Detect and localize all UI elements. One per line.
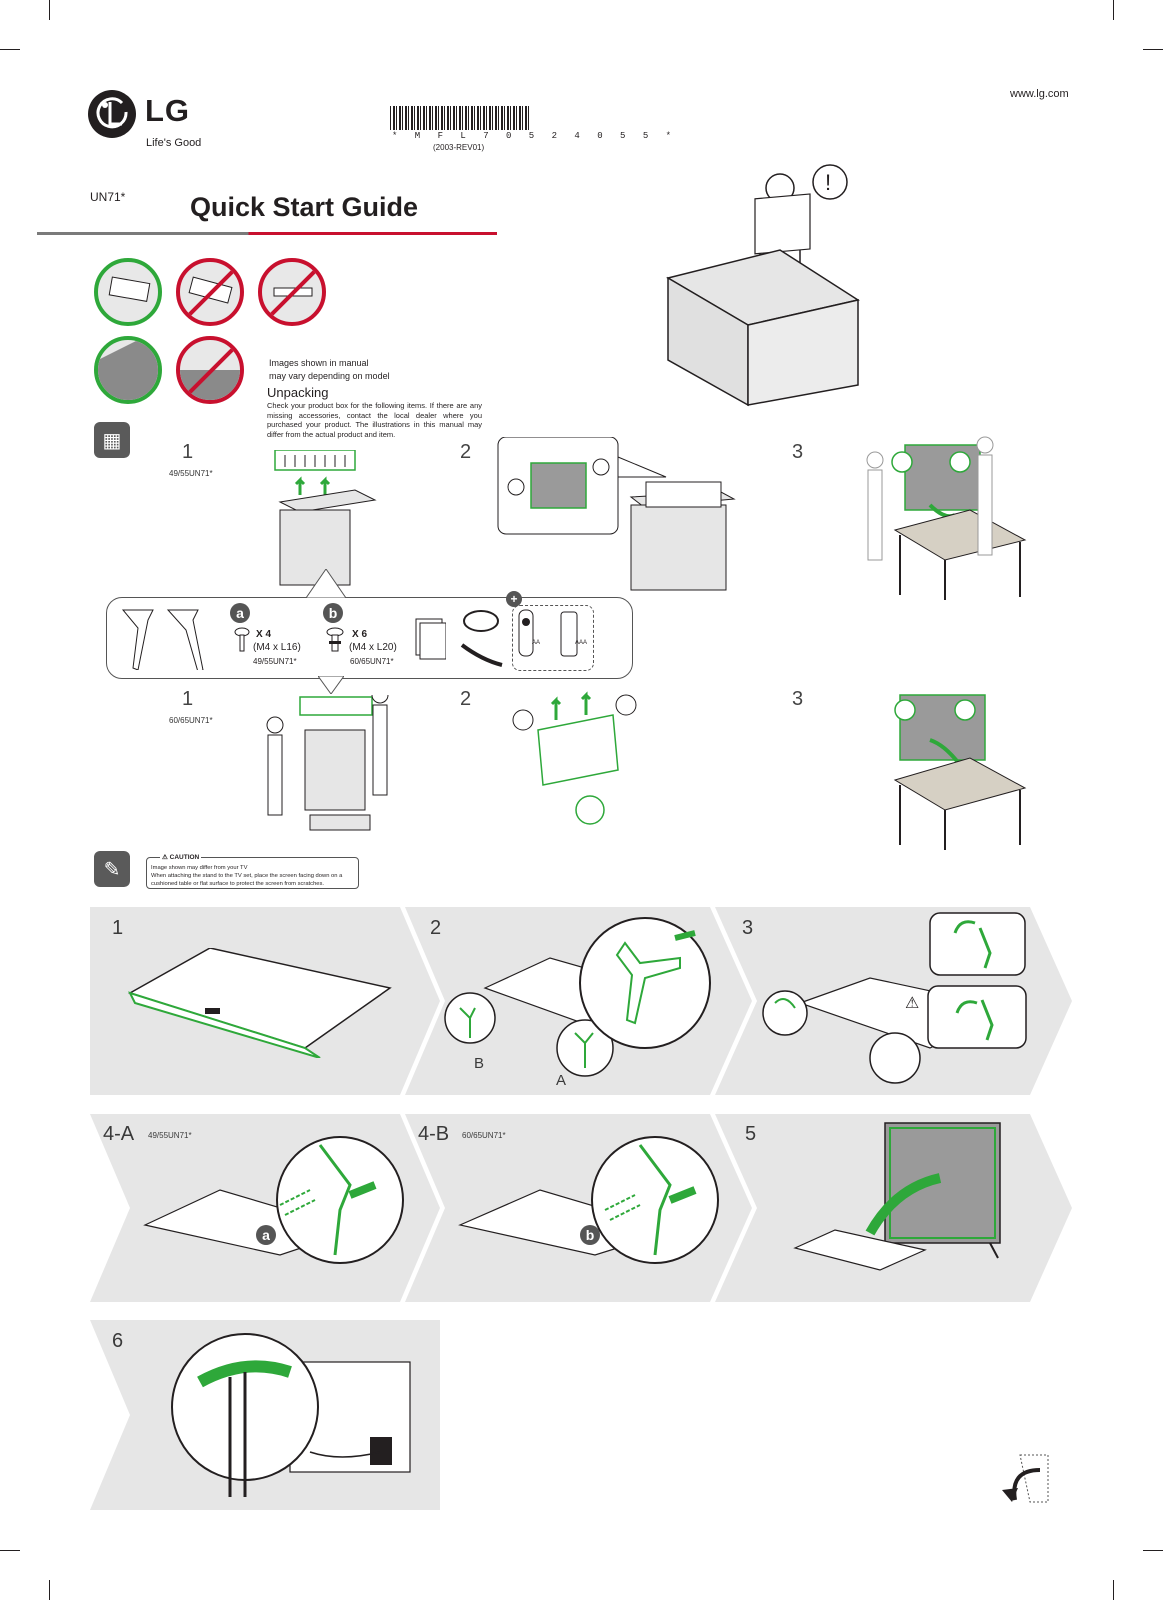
assembly-step-number: 4-B: [418, 1123, 450, 1145]
incorrect-lift-flat-icon: [258, 258, 326, 326]
unpack-step-number: 3: [792, 688, 804, 710]
unpack-step1-box-illustration: [274, 450, 377, 586]
correct-lift-two-person-icon: [94, 258, 162, 326]
caution-box: Image shown may differ from your TV When…: [146, 857, 359, 889]
unpack-step1-large-box-illustration: [266, 695, 389, 831]
caution-line-1: Image shown may differ from your TV: [151, 865, 248, 871]
lg-logo: [88, 90, 136, 138]
caution-line-2: When attaching the stand to the TV set, …: [151, 873, 343, 887]
stand-legs-icon: [121, 609, 204, 670]
assembly-step-number: 3: [742, 917, 754, 939]
manual-icon: [415, 618, 446, 660]
unpack-step-number: 1: [182, 441, 194, 463]
caution-heading-text: CAUTION: [169, 854, 200, 861]
assembly-step-model: 49/55UN71*: [148, 1131, 192, 1140]
turn-page-icon: [1002, 1454, 1049, 1503]
battery-aaa-label: AAA: [575, 640, 588, 646]
unpack-step-number: 2: [460, 441, 472, 463]
screw-a-size: (M4 x L16): [253, 642, 301, 653]
screw-a-badge: a: [256, 1225, 276, 1245]
website-url[interactable]: www.lg.com: [1010, 88, 1069, 100]
unpack-step-number: 2: [460, 688, 472, 710]
screw-b-badge: b: [580, 1225, 600, 1245]
unpack-box-warning-illustration: !: [666, 164, 860, 407]
svg-text:!: !: [825, 170, 831, 195]
crop-mark: [1113, 1580, 1114, 1600]
accessory-b-badge: b: [323, 603, 343, 623]
barcode: [390, 106, 530, 130]
magic-remote-icon: [518, 609, 534, 657]
unpacking-text: Check your product box for the following…: [267, 401, 482, 439]
screwdriver-icon: ✎: [94, 851, 130, 887]
crop-mark: [1113, 0, 1114, 20]
model-number: UN71*: [90, 190, 126, 204]
screw-a-model: 49/55UN71*: [253, 657, 297, 666]
unpack-step3-place-tv-table-illustration: [866, 436, 1027, 600]
crop-mark: [49, 1580, 50, 1600]
power-cord-icon: [460, 610, 503, 667]
unpack-step-number: 1: [182, 688, 194, 710]
battery-aa-label: AA: [532, 640, 541, 646]
model-variation-note: Images shown in manual may vary dependin…: [269, 357, 469, 383]
stand-label-b: B: [474, 1055, 485, 1072]
stand-up-tv-illustration: [793, 1122, 1001, 1271]
screw-b-count: X 6: [352, 629, 368, 640]
cable-management-illustration: [171, 1333, 411, 1497]
brand-name: LG: [145, 93, 191, 128]
correct-grip-frame-icon: [94, 336, 162, 404]
lg-logo-mark-icon: [96, 97, 128, 129]
tv-face-down-illustration: [128, 948, 392, 1058]
unpack-step-model: 49/55UN71*: [169, 469, 213, 478]
assembly-step-number: 6: [112, 1330, 124, 1352]
assembly-step-number: 4-A: [103, 1123, 135, 1145]
crop-mark: [49, 0, 50, 20]
optional-plus-icon: +: [506, 591, 522, 607]
unpack-step2-remove-tv-illustration: [497, 437, 736, 591]
title-rule: [37, 232, 497, 235]
unpack-step3-large-place-tv-illustration: [893, 694, 1027, 850]
brand-tagline: Life's Good: [146, 137, 202, 149]
screw-a-icon: [234, 627, 250, 652]
assembly-step-number: 2: [430, 917, 442, 939]
page-title: Quick Start Guide: [190, 192, 419, 222]
remote-accessory-group: [512, 605, 594, 671]
crop-mark: [0, 49, 20, 50]
barcode-number: * M F L 7 0 5 2 4 0 5 5 *: [392, 131, 678, 141]
crop-mark: [1143, 1550, 1163, 1551]
screw-b-model: 60/65UN71*: [350, 657, 394, 666]
accessories-pointer-icon: [318, 676, 344, 694]
lock-stand-illustration: ⚠: [762, 912, 1027, 1084]
incorrect-lift-one-person-icon: [176, 258, 244, 326]
unpack-box-icon: ▦: [94, 422, 130, 458]
crop-mark: [0, 1550, 20, 1551]
revision-code: (2003-REV01): [433, 143, 485, 152]
crop-mark: [1143, 49, 1163, 50]
screw-stand-b-illustration: [458, 1136, 719, 1264]
assembly-step-number: 1: [112, 917, 124, 939]
unpacking-heading: Unpacking: [267, 385, 329, 400]
note-line: Images shown in manual: [269, 358, 369, 368]
accessories-pointer-icon: [306, 569, 346, 598]
screw-b-icon: [326, 627, 344, 652]
unpack-step-model: 60/65UN71*: [169, 716, 213, 725]
accessory-a-badge: a: [230, 603, 250, 623]
standard-remote-icon: [560, 611, 578, 657]
unpack-step-number: 3: [792, 441, 804, 463]
caution-heading: ⚠ CAUTION: [160, 853, 202, 861]
assembly-step-number: 5: [745, 1123, 757, 1145]
screw-a-count: X 4: [256, 629, 272, 640]
screw-b-size: (M4 x L20): [349, 642, 397, 653]
note-line: may vary depending on model: [269, 371, 390, 381]
assembly-step-model: 60/65UN71*: [462, 1131, 506, 1140]
screw-stand-a-illustration: [143, 1136, 404, 1264]
incorrect-grip-screen-icon: [176, 336, 244, 404]
unpack-step2-lift-tv-illustration: [512, 691, 637, 825]
stand-label-a: A: [556, 1072, 567, 1089]
attach-stand-illustration: [444, 917, 711, 1077]
svg-text:⚠: ⚠: [905, 993, 919, 1012]
